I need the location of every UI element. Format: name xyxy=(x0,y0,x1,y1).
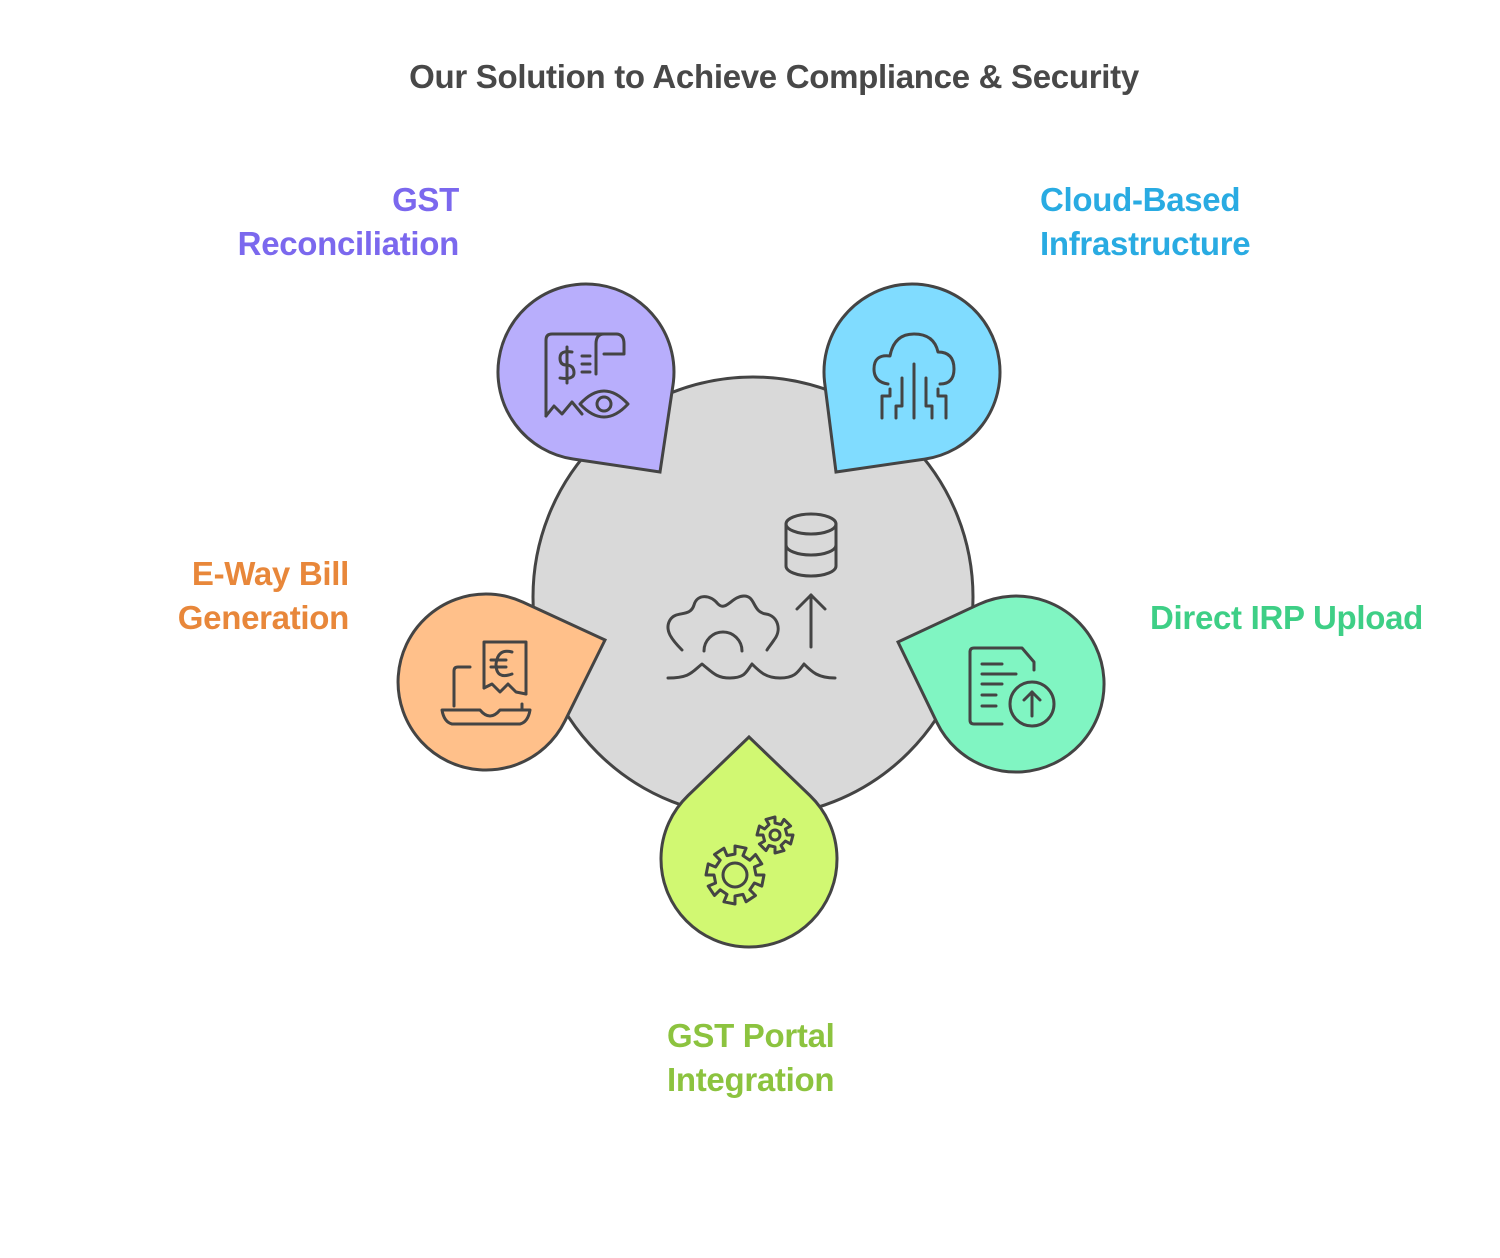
eway-bill-node xyxy=(396,592,608,772)
laptop-euro-receipt-icon xyxy=(440,640,532,726)
label-line: GST Portal xyxy=(667,1017,835,1054)
label-line: Integration xyxy=(667,1061,835,1098)
label-cloud-infrastructure: Cloud-Based Infrastructure xyxy=(1040,178,1251,266)
cloud-infrastructure-node xyxy=(822,282,1002,474)
direct-irp-upload-node xyxy=(895,594,1106,774)
cloud-circuit-icon xyxy=(872,332,956,420)
gear-database-upload-icon xyxy=(666,512,838,680)
label-eway-bill: E-Way Bill Generation xyxy=(177,552,350,640)
label-line: Infrastructure xyxy=(1040,225,1251,262)
gears-icon xyxy=(704,815,795,906)
label-gst-reconciliation: GST Reconciliation xyxy=(237,178,460,266)
gst-portal-integration-node xyxy=(659,734,839,949)
gst-reconciliation-drop xyxy=(496,282,676,474)
label-line: E-Way Bill xyxy=(191,555,349,592)
gst-portal-integration-drop xyxy=(659,734,839,949)
label-direct-irp-upload: Direct IRP Upload xyxy=(1150,596,1423,640)
label-gst-portal-integration: GST Portal Integration xyxy=(667,1014,835,1102)
cloud-infrastructure-drop xyxy=(822,282,1002,474)
label-line: Reconciliation xyxy=(237,225,460,262)
eway-bill-drop xyxy=(396,592,608,772)
label-line: GST xyxy=(392,181,459,218)
label-line: Generation xyxy=(177,599,350,636)
diagram-title: Our Solution to Achieve Compliance & Sec… xyxy=(409,58,1139,95)
receipt-eye-icon xyxy=(544,332,630,419)
label-line: Direct IRP Upload xyxy=(1150,599,1424,636)
label-line: Cloud-Based xyxy=(1040,181,1241,218)
document-upload-icon xyxy=(968,646,1056,728)
gst-reconciliation-node xyxy=(496,282,676,474)
